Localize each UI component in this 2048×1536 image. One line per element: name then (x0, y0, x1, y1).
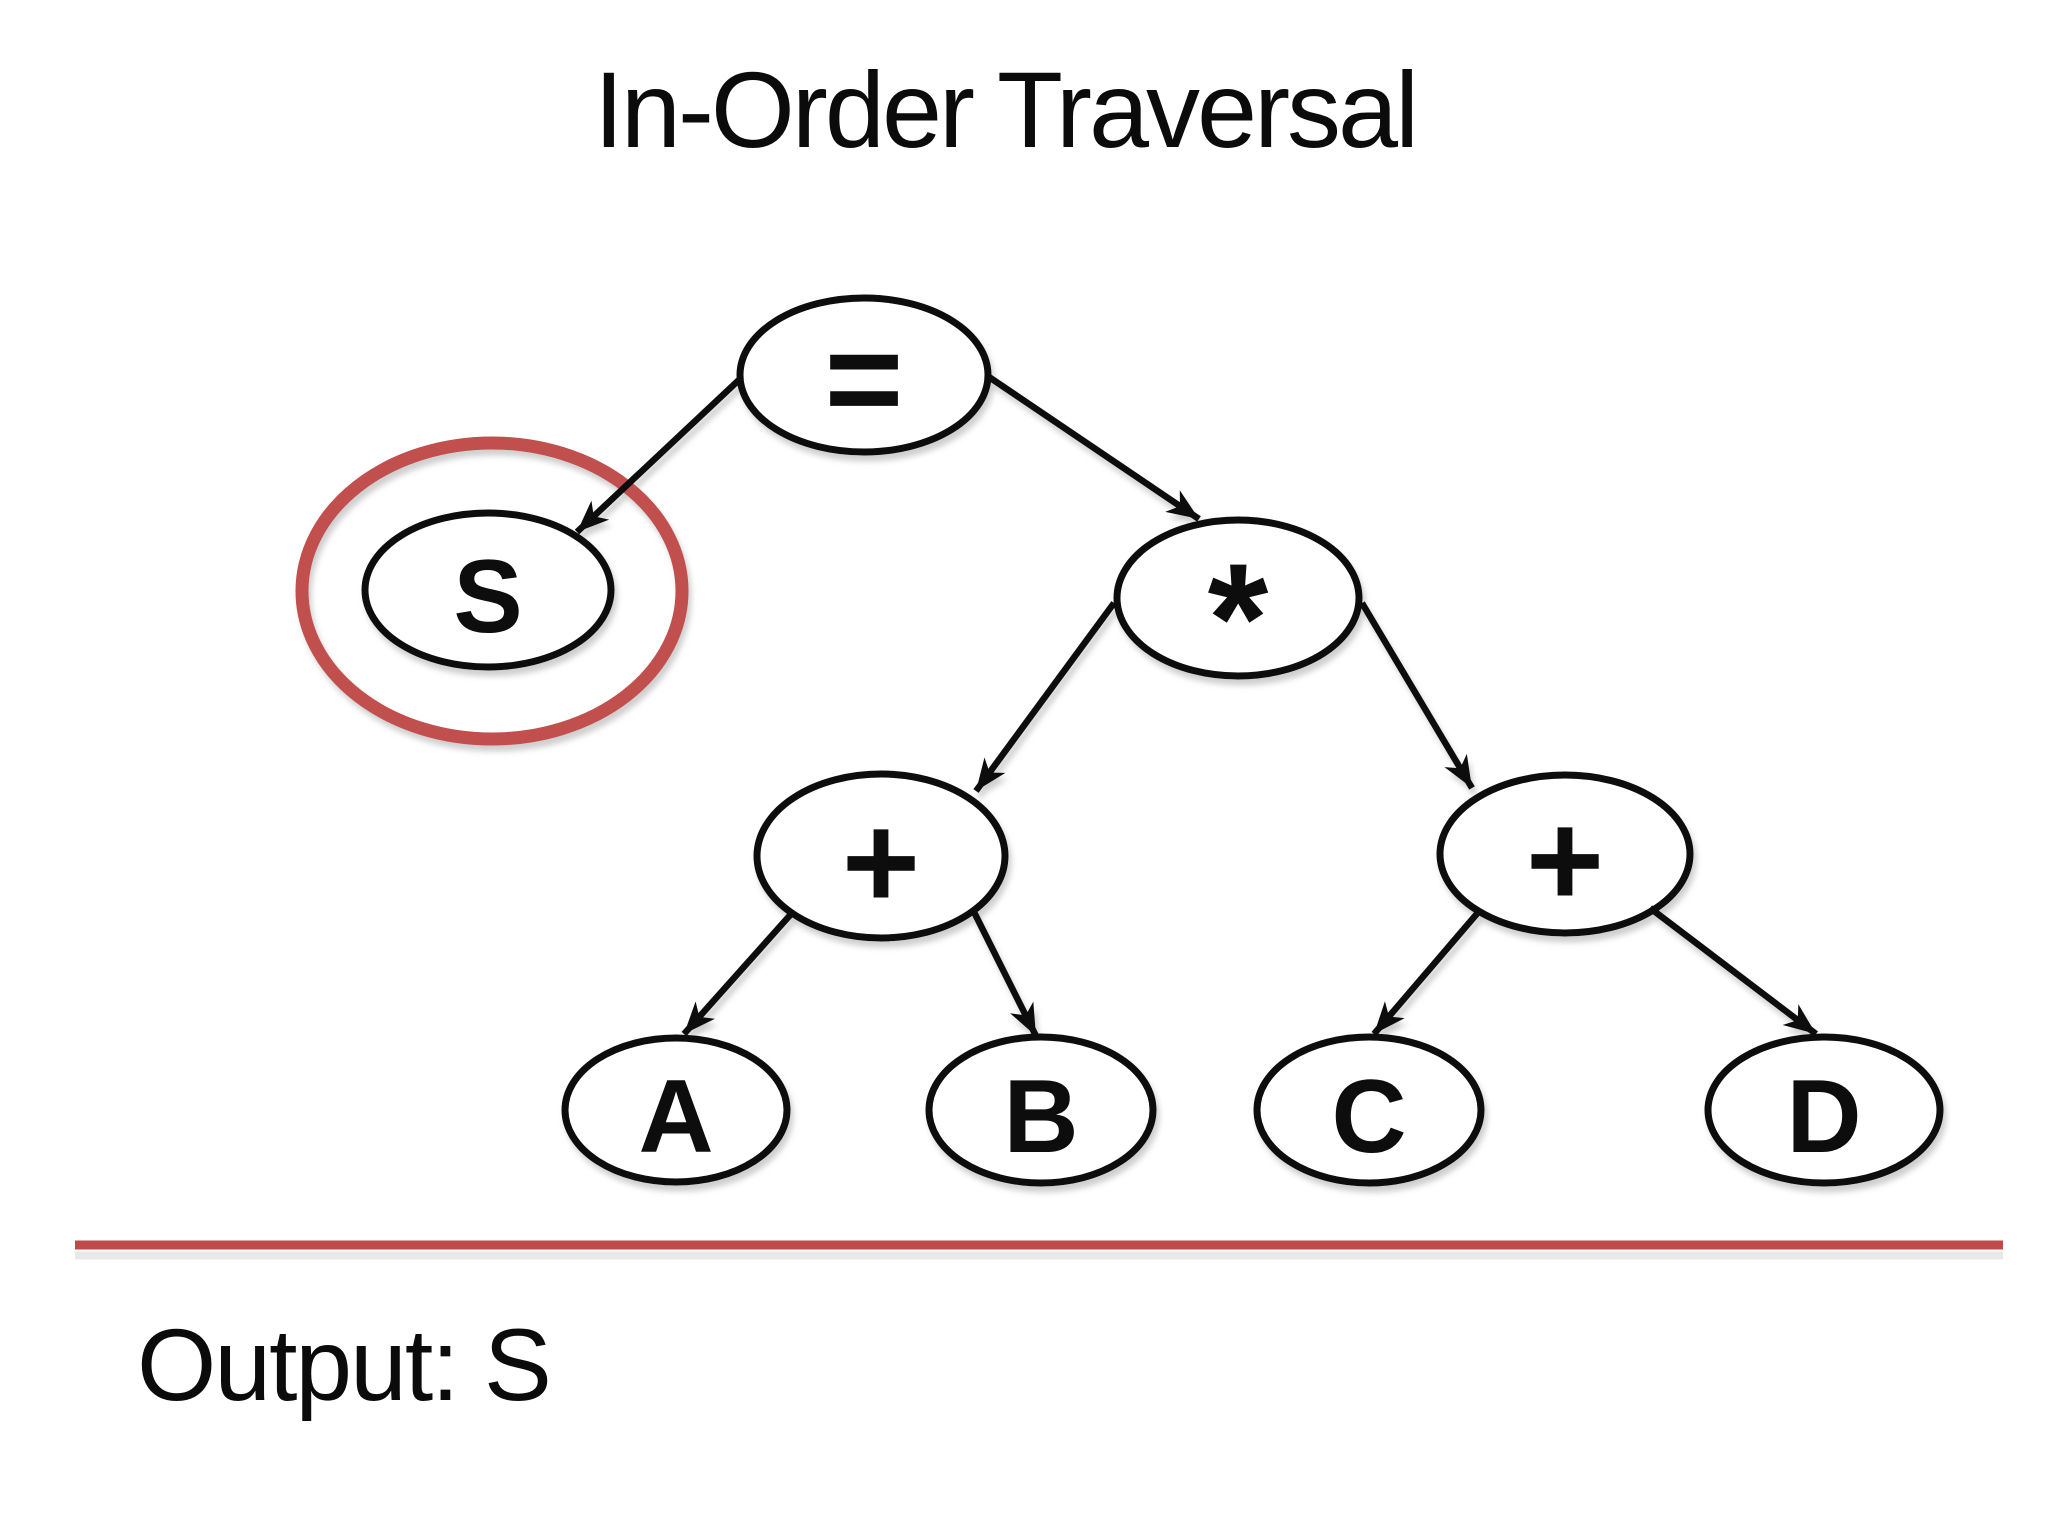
tree-node-eq: = (736, 294, 992, 456)
tree-edge-plusR-c (1371, 906, 1484, 1037)
tree-node-plusR: + (1436, 771, 1694, 937)
tree-node-s: S (361, 509, 615, 671)
node-ellipse-b (925, 1033, 1157, 1187)
tree-edge-plusL-b (970, 908, 1039, 1038)
tree-edge-eq-mul (987, 374, 1201, 522)
node-ellipse-mul (1113, 516, 1363, 680)
tree-node-a: A (561, 1034, 791, 1186)
node-ellipse-eq (736, 294, 992, 456)
node-label-plusR: + (1526, 786, 1604, 935)
node-label-b: B (1003, 1059, 1078, 1175)
page-title: In-Order Traversal (594, 49, 1416, 170)
node-label-mul: * (1208, 532, 1269, 706)
divider-shadow (75, 1251, 2003, 1260)
node-label-s: S (453, 539, 522, 655)
divider-layer (75, 1240, 2003, 1260)
node-label-c: C (1331, 1059, 1406, 1175)
node-label-d: D (1786, 1059, 1861, 1175)
tree-edge-plusR-d (1648, 905, 1818, 1037)
tree-node-b: B (925, 1033, 1157, 1187)
tree-node-c: C (1253, 1033, 1485, 1187)
divider-line (75, 1240, 2003, 1250)
node-ellipse-s (361, 509, 615, 671)
tree-node-plusL: + (753, 770, 1009, 942)
tree-edge-mul-plusR (1359, 601, 1475, 790)
node-label-plusL: + (842, 788, 920, 937)
node-label-eq: = (825, 303, 904, 454)
output-text: Output: S (137, 1308, 550, 1422)
node-ellipse-d (1704, 1033, 1944, 1187)
node-label-a: A (638, 1059, 713, 1175)
tree-edge-mul-plusL (973, 601, 1117, 793)
node-ellipse-c (1253, 1033, 1485, 1187)
node-ellipse-plusR (1436, 771, 1694, 937)
highlight-ring (295, 436, 689, 746)
tree-edge-plusL-a (681, 910, 795, 1037)
tree-layer: = S * + + A B C D (295, 294, 1944, 1187)
tree-node-d: D (1704, 1033, 1944, 1187)
node-ellipse-a (561, 1034, 791, 1186)
node-ellipse-plusL (753, 770, 1009, 942)
tree-node-mul: * (1113, 516, 1363, 706)
tree-edge-eq-s (574, 375, 744, 535)
